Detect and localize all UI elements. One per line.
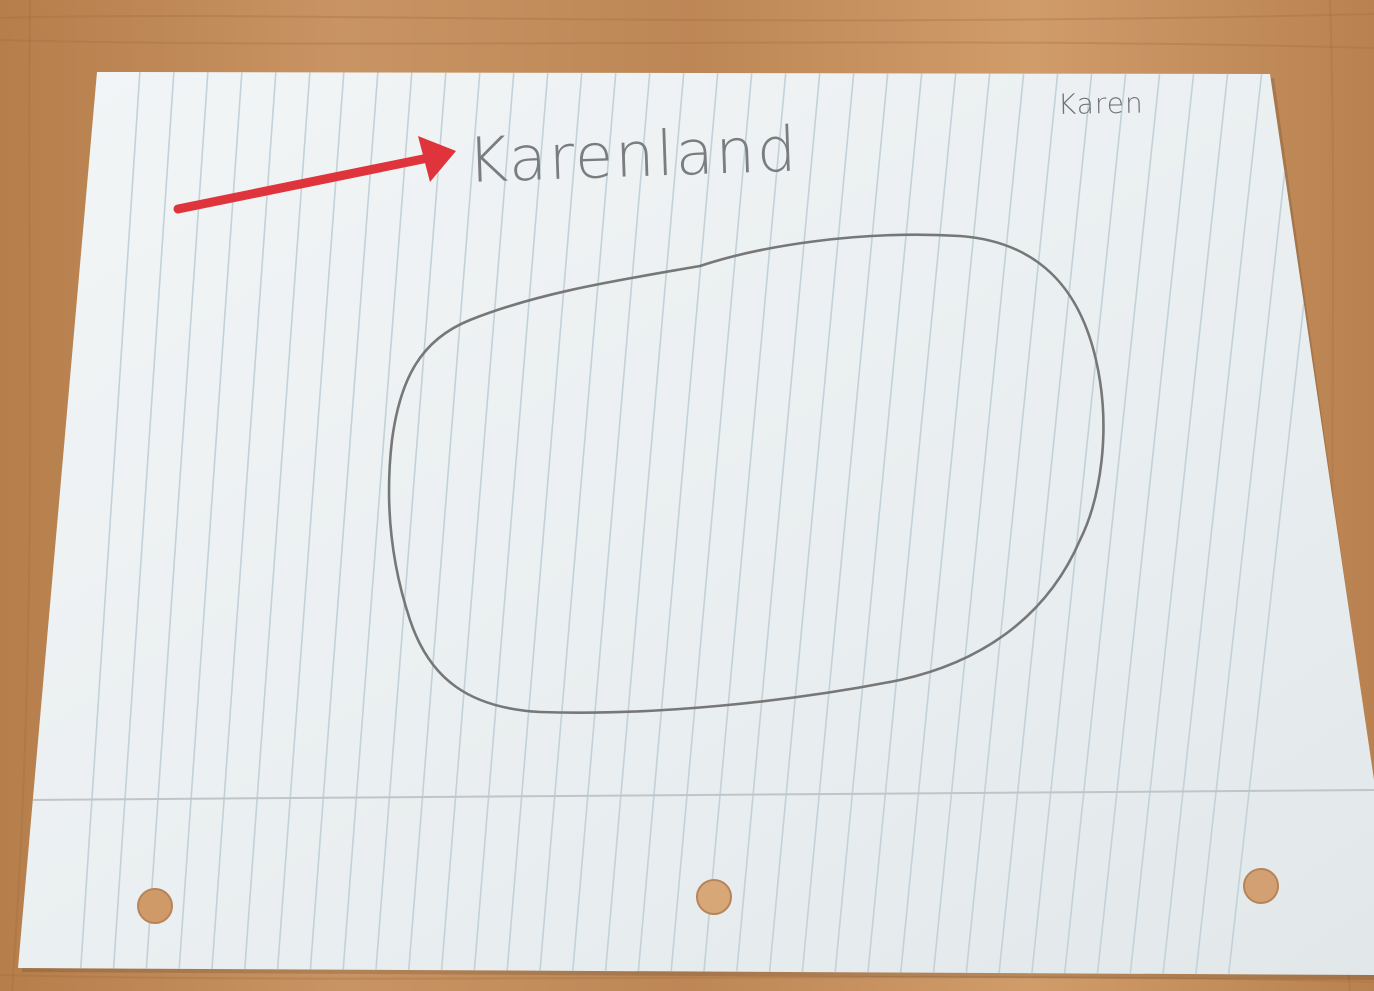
ruled-line <box>636 72 719 975</box>
ruled-line <box>1128 72 1229 975</box>
ruled-line <box>997 72 1093 975</box>
binder-holes <box>137 868 1279 924</box>
ruled-line <box>1030 72 1127 975</box>
ruled-lines <box>79 72 1331 975</box>
ruled-line <box>505 72 583 975</box>
ruled-line <box>177 72 243 975</box>
ruled-line <box>1194 72 1297 975</box>
ruled-line <box>440 72 515 975</box>
title-handwriting: Karenland <box>466 112 799 197</box>
ruled-line <box>964 72 1059 975</box>
ruled-line <box>1063 72 1161 975</box>
ruled-line <box>308 72 379 975</box>
ruled-line <box>374 72 447 975</box>
ruled-line <box>899 72 991 975</box>
ruled-line <box>276 72 345 975</box>
margin-line <box>19 789 1374 801</box>
ruled-line <box>768 72 855 975</box>
ruled-line <box>112 72 175 975</box>
red-arrow <box>173 136 456 214</box>
binder-hole <box>137 888 173 924</box>
ruled-line <box>243 72 311 975</box>
binder-hole <box>1243 868 1279 904</box>
ruled-line <box>833 72 923 975</box>
ruled-line <box>669 72 753 975</box>
ruled-line <box>538 72 617 975</box>
ruled-line <box>472 72 549 975</box>
ruled-line <box>932 72 1025 975</box>
ruled-line <box>604 72 685 975</box>
ruled-line <box>1161 72 1263 975</box>
ruled-line <box>735 72 821 975</box>
ruled-line <box>800 72 889 975</box>
ruled-line <box>571 72 651 975</box>
ruled-line <box>341 72 413 975</box>
island-outline <box>387 233 1105 714</box>
author-handwriting: Karen <box>1058 87 1144 121</box>
ruled-line <box>210 72 277 975</box>
binder-hole <box>696 879 732 915</box>
ruled-line <box>144 72 209 975</box>
ruled-line <box>866 72 957 975</box>
ruled-line <box>702 72 787 975</box>
ruled-line <box>79 72 141 975</box>
ruled-line <box>407 72 481 975</box>
ruled-line <box>1096 72 1195 975</box>
